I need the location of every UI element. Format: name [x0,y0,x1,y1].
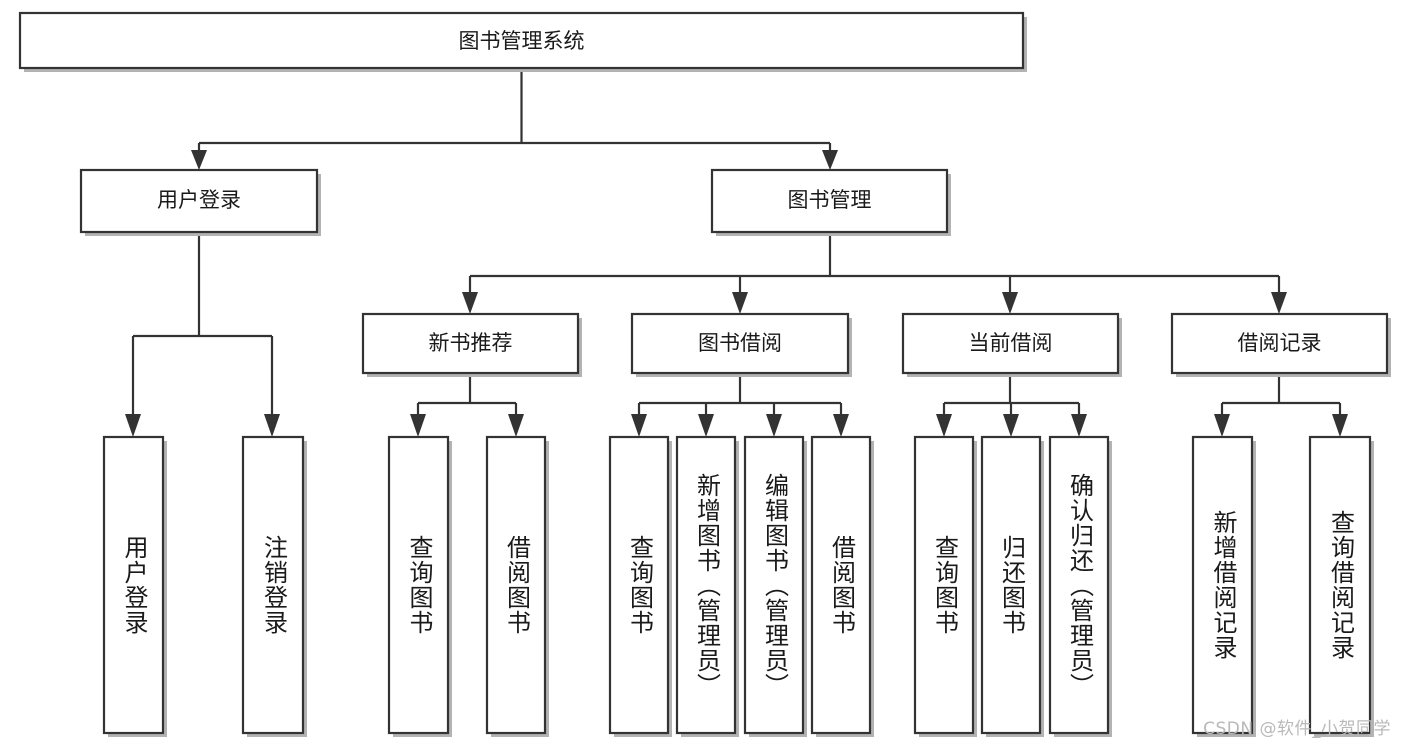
leaf-query-book-2[interactable] [608,435,672,737]
arrow-head-leaf-add-record [1214,414,1230,437]
arrow-head-leaf-user-login [125,414,141,437]
leaf-confirm-return[interactable] [1048,435,1112,737]
node-book-mgmt[interactable]: 图书管理 [710,168,951,236]
arrow-head-leaf-query-record [1332,414,1348,437]
leaf-edit-book[interactable] [743,435,807,737]
node-borrow-record[interactable]: 借阅记录 [1170,312,1391,377]
node-book-borrow-label: 图书借阅 [698,331,782,355]
arrow-head-leaf-logout [264,414,280,437]
arrow-head-current-borrow [1002,292,1018,314]
leaf-nodes-layer [102,435,1374,737]
node-book-mgmt-rect [710,168,949,234]
node-new-book-rec-rect [361,312,580,375]
leaf-add-book[interactable] [675,435,739,737]
leaf-logout[interactable] [241,435,307,737]
leaf-add-book-rect [675,435,737,735]
leaf-borrow-book-2[interactable] [810,435,874,737]
leaf-query-book-3[interactable] [913,435,977,737]
leaf-borrow-book-1[interactable] [485,435,549,737]
arrow-head-leaf-query-book-3 [936,414,952,437]
arrow-head-leaf-query-book-2 [631,414,647,437]
arrow-head-leaf-borrow-book-2 [833,414,849,437]
node-borrow-record-label: 借阅记录 [1238,331,1322,355]
node-root[interactable]: 图书管理系统 [18,11,1027,72]
leaf-query-book-3-rect [913,435,975,735]
node-book-mgmt-label: 图书管理 [788,188,872,212]
leaf-add-record-rect [1191,435,1254,735]
arrow-head-leaf-edit-book [766,414,782,437]
node-borrow-record-rect [1170,312,1389,375]
nodes-layer: 图书管理系统 用户登录 图书管理 新书推荐 [18,11,1391,737]
node-user-login[interactable]: 用户登录 [79,168,321,236]
leaf-query-book-1-rect [387,435,450,735]
node-new-book-rec[interactable]: 新书推荐 [361,312,582,377]
leaf-borrow-book-1-rect [485,435,547,735]
leaf-query-book-2-rect [608,435,670,735]
node-current-borrow-rect [901,312,1120,375]
node-current-borrow[interactable]: 当前借阅 [901,312,1122,377]
node-user-login-rect [79,168,319,234]
leaf-user-login[interactable] [102,435,167,737]
arrow-head-leaf-return-book [1003,414,1019,437]
arrow-head-leaf-confirm-return [1071,414,1087,437]
arrow-head-borrow-record [1271,292,1287,314]
leaf-edit-book-rect [743,435,805,735]
arrow-head-leaf-query-book-1 [410,414,426,437]
arrow-head-leaf-add-book [698,414,714,437]
node-current-borrow-label: 当前借阅 [969,331,1053,355]
leaf-return-book[interactable] [980,435,1044,737]
node-root-rect [18,11,1025,70]
arrow-head-leaf-borrow-book-1 [508,414,524,437]
leaf-user-login-rect [102,435,165,735]
arrow-head-new-book-rec [462,292,478,314]
node-root-label: 图书管理系统 [459,29,585,53]
node-book-borrow[interactable]: 图书借阅 [630,312,852,377]
leaf-confirm-return-rect [1048,435,1110,735]
arrow-head-book-borrow [732,292,748,314]
leaf-query-record-rect [1308,435,1372,735]
leaf-borrow-book-2-rect [810,435,872,735]
arrow-head-user-login [191,150,207,170]
node-book-borrow-rect [630,312,850,375]
watermark-text: CSDN @软件_小贺同学 [1203,719,1391,739]
leaf-logout-rect [241,435,305,735]
node-user-login-label: 用户登录 [157,188,241,212]
leaf-query-book-1[interactable] [387,435,452,737]
leaf-add-record[interactable] [1191,435,1256,737]
leaf-return-book-rect [980,435,1042,735]
leaf-query-record[interactable] [1308,435,1374,737]
connectors-layer [125,68,1348,437]
arrow-head-book-mgmt [822,150,838,170]
node-new-book-rec-label: 新书推荐 [429,331,513,355]
